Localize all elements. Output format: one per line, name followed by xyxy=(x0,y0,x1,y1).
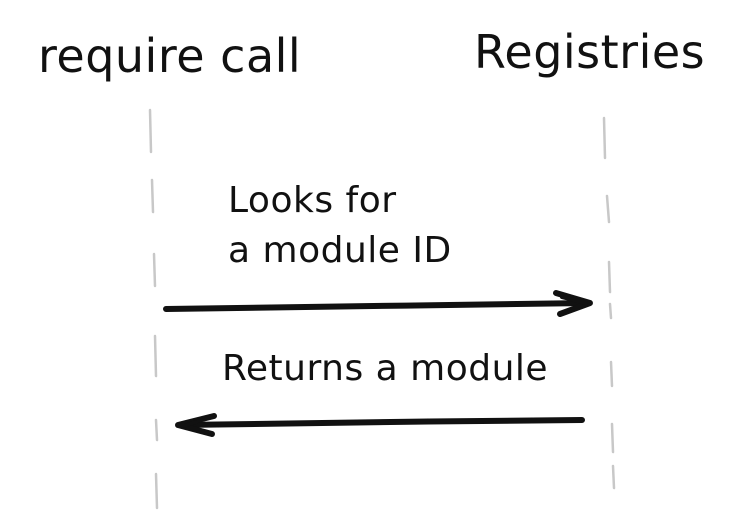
participant-registries: Registries xyxy=(474,25,706,79)
message-label-line: Looks for xyxy=(228,180,397,221)
message-arrow-returns xyxy=(175,413,585,437)
lifeline-registries xyxy=(602,116,616,490)
message-label-line: a module ID xyxy=(228,230,452,271)
message-arrow-looks-for xyxy=(163,290,593,317)
message-label-looks-for: Looks for a module ID xyxy=(228,176,452,276)
lifeline-require-call xyxy=(148,108,159,510)
message-label-returns: Returns a module xyxy=(222,344,548,394)
message-label-line: Returns a module xyxy=(222,348,549,389)
participant-require-call: require call xyxy=(38,29,302,83)
